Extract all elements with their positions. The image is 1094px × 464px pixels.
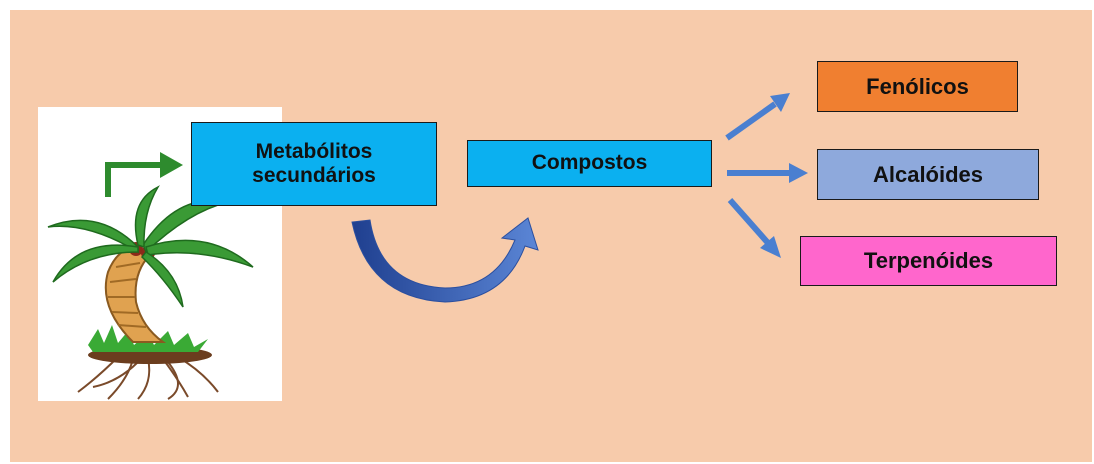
alcaloides-box: Alcalóides [817,149,1039,200]
metabolitos-box: Metabólitos secundários [191,122,437,206]
compostos-box: Compostos [467,140,712,187]
metabolitos-line1: Metabólitos [255,139,373,163]
compostos-label: Compostos [531,151,648,175]
terpenoides-label: Terpenóides [863,248,994,274]
arrow-to-terpenoides [727,198,771,245]
green-arrow-icon [105,162,163,197]
curved-arrow-icon [351,217,539,303]
fenolicos-box: Fenólicos [817,61,1018,112]
metabolitos-line2: secundários [252,164,376,187]
alcaloides-label: Alcalóides [872,161,984,187]
arrow-to-fenolicos [725,101,777,141]
terpenoides-box: Terpenóides [800,236,1057,286]
fenolicos-label: Fenólicos [866,73,969,99]
